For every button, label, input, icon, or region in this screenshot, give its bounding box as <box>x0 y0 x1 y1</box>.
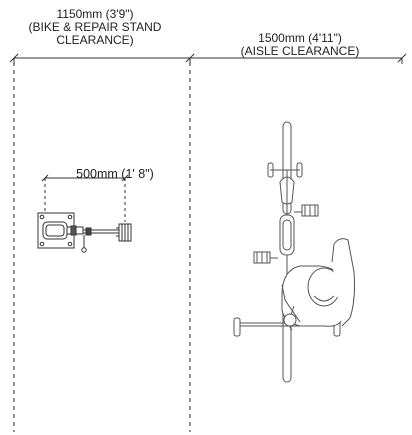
top-dimension-line <box>9 53 407 64</box>
left-desc-1: (BIKE & REPAIR STAND <box>28 20 162 34</box>
left-desc-2: CLEARANCE) <box>56 33 134 47</box>
repair-stand <box>37 212 132 253</box>
right-clearance-label: 1500mm (4'11") (AISLE CLEARANCE) <box>190 32 410 58</box>
bicycle-with-rider <box>233 121 355 383</box>
stand-dimension <box>41 174 129 222</box>
stand-width-label: 500mm (1' 8") <box>76 167 154 181</box>
clearance-boundaries <box>13 62 191 432</box>
left-clearance-label: 1150mm (3'9") (BIKE & REPAIR STAND CLEAR… <box>0 8 190 47</box>
right-measure: 1500mm (4'11") <box>258 31 342 45</box>
left-measure: 1150mm (3'9") <box>56 7 134 21</box>
right-desc-1: (AISLE CLEARANCE) <box>240 44 360 58</box>
